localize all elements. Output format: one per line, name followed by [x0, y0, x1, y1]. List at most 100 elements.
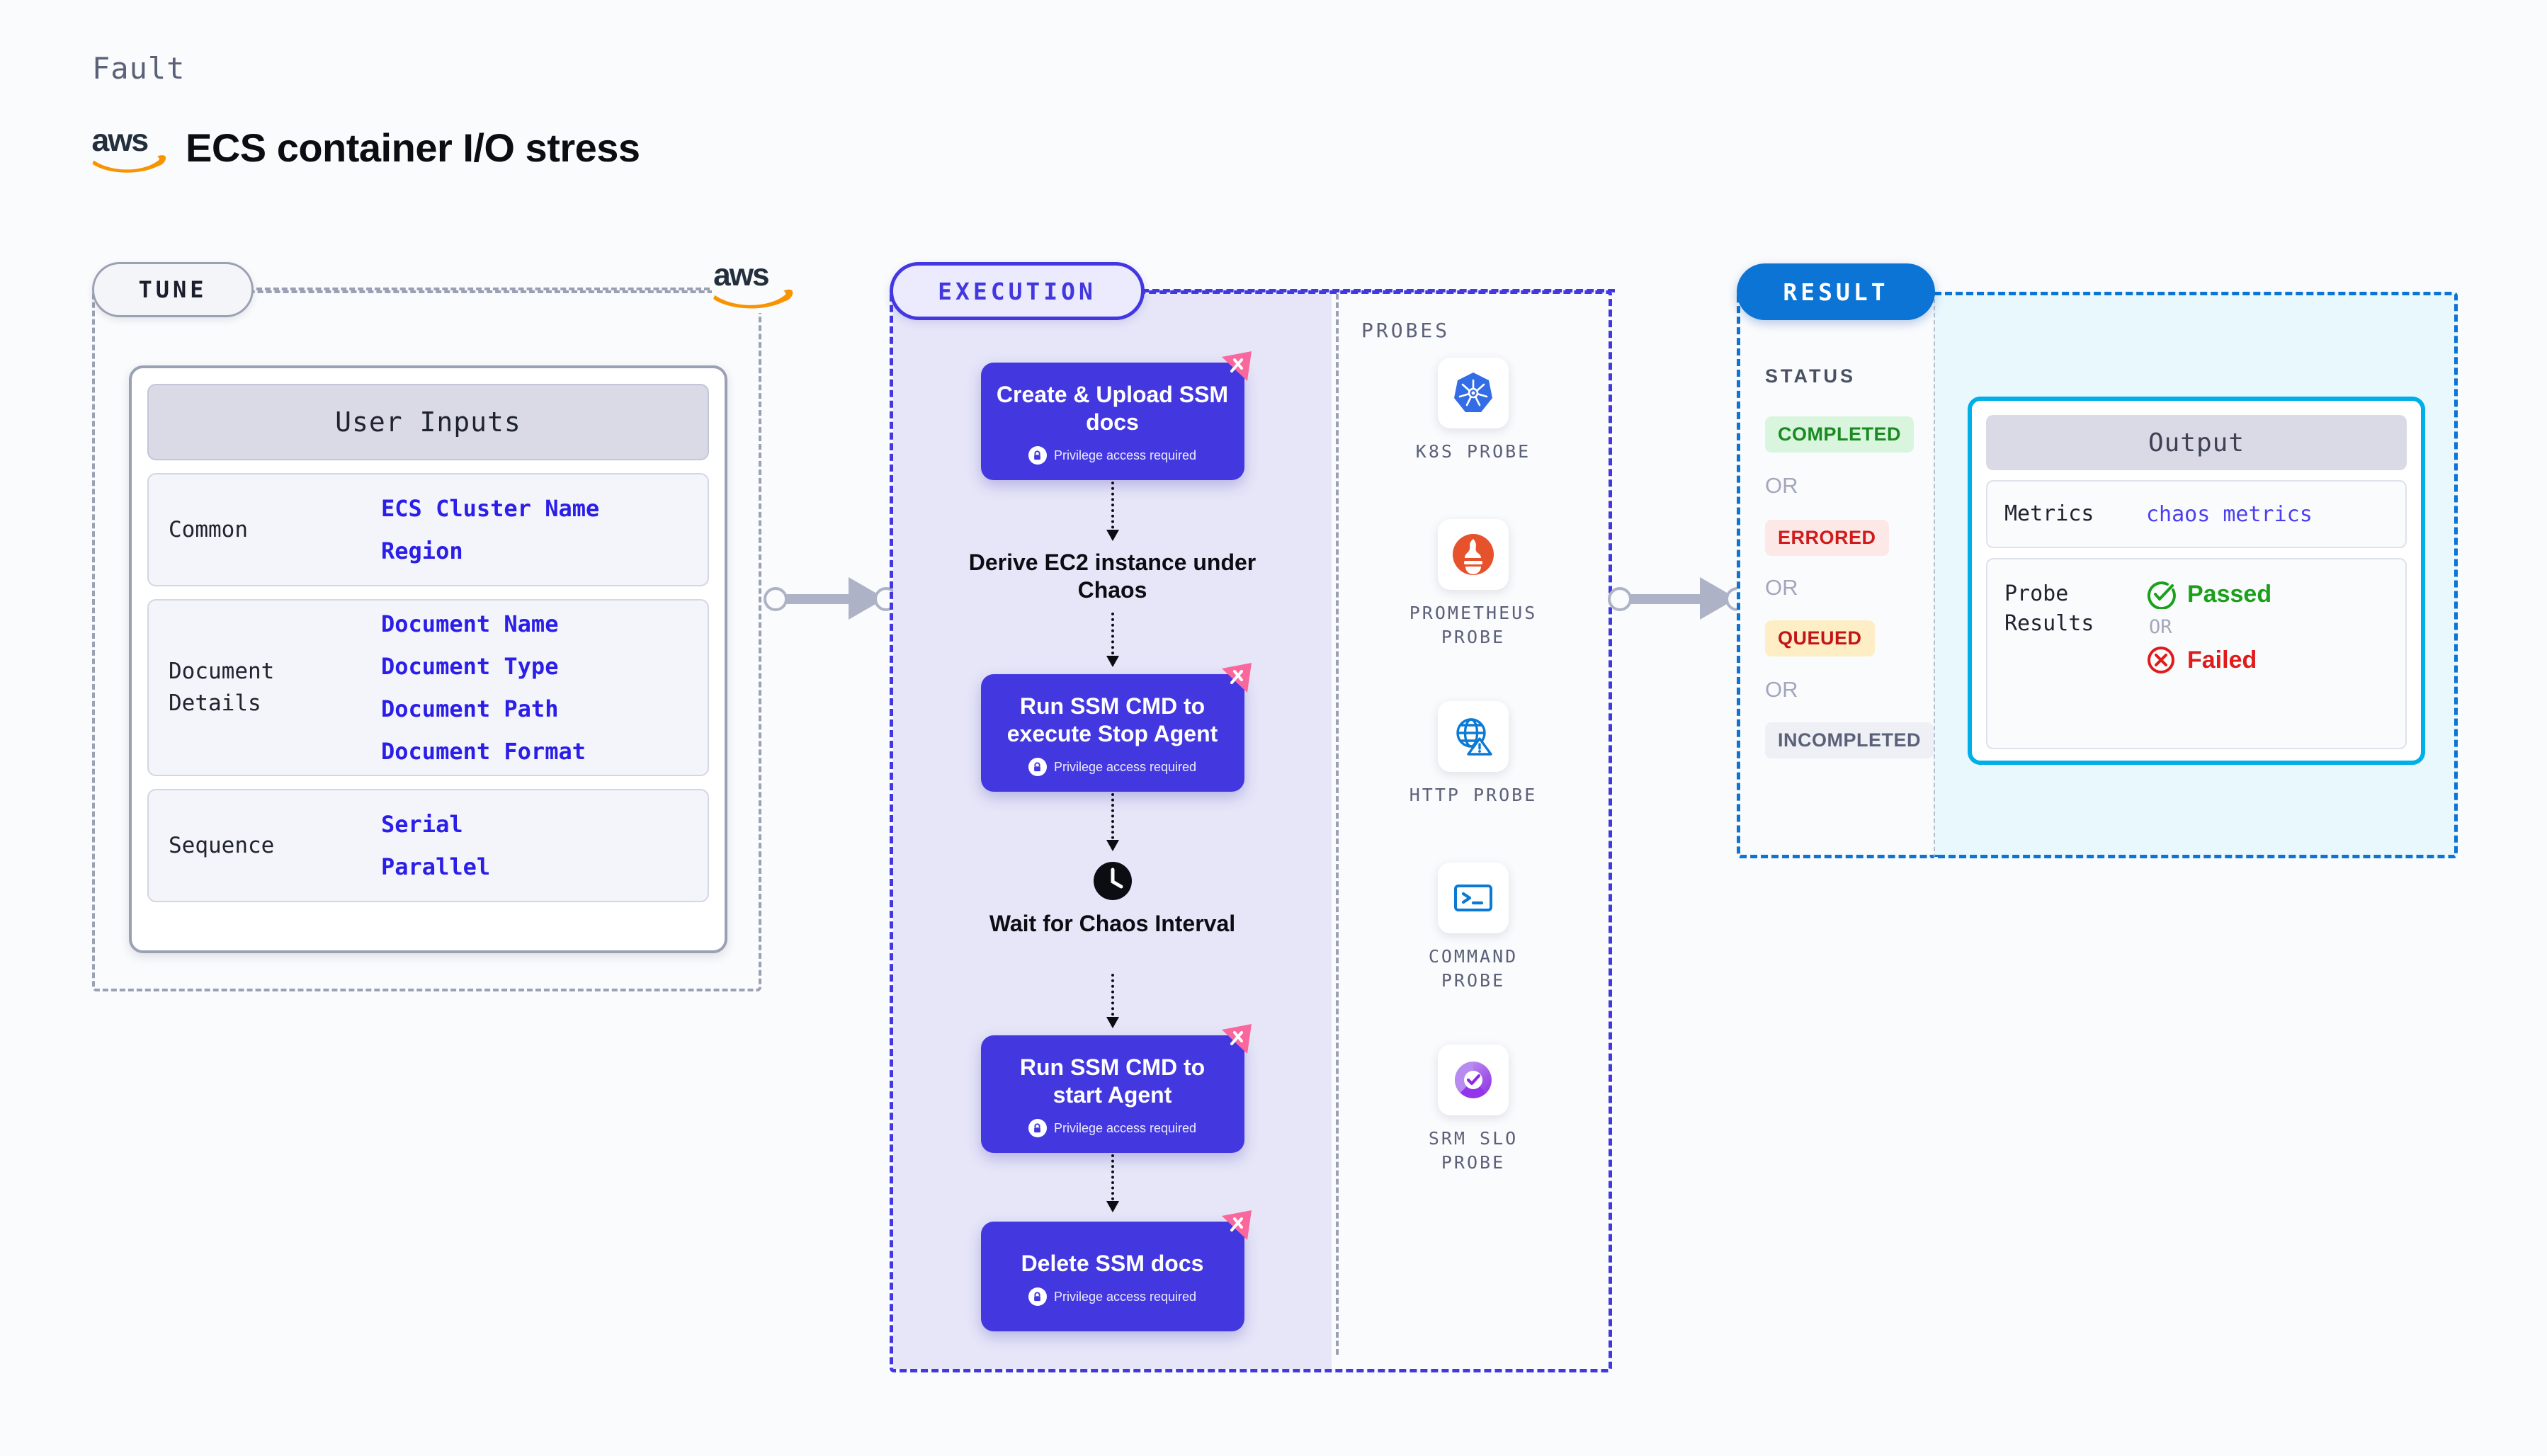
probe-item-http[interactable]: HTTP PROBE: [1402, 701, 1544, 807]
user-inputs-card: User Inputs Common ECS Cluster Name Regi…: [129, 365, 727, 953]
output-title: Output: [1986, 415, 2407, 470]
input-field-name[interactable]: Parallel: [381, 853, 491, 880]
user-inputs-row: Sequence Serial Parallel: [147, 789, 709, 902]
step-title: Delete SSM docs: [1021, 1251, 1204, 1276]
row-values: Document Name Document Type Document Pat…: [381, 610, 586, 765]
row-values: Serial Parallel: [381, 811, 490, 880]
execution-top-dash: [1142, 289, 1615, 292]
flow-step-create-upload-ssm-docs[interactable]: Create & Upload SSM docs Privilege acces…: [980, 351, 1252, 481]
input-field-name[interactable]: Serial: [381, 811, 463, 838]
probe-result-failed: Failed: [2146, 645, 2271, 675]
probes-section-label: PROBES: [1361, 319, 1451, 342]
chaos-ribbon-icon: [1219, 661, 1254, 697]
srm-slo-icon: [1438, 1045, 1509, 1115]
lock-icon: [1028, 1287, 1047, 1307]
row-label: Document Details: [169, 659, 275, 716]
lock-icon: [1028, 758, 1047, 777]
svg-text:aws: aws: [713, 258, 768, 292]
input-field-name[interactable]: Document Type: [381, 653, 559, 680]
privilege-note: Privilege access required: [994, 1119, 1232, 1138]
execution-to-result-arrow: [1608, 577, 1749, 620]
step-title: Derive EC2 instance under Chaos: [968, 550, 1257, 603]
aws-logo-icon-small: aws: [712, 254, 794, 313]
chaos-ribbon-icon: [1219, 350, 1254, 385]
flow-step-derive-ec2-instance: Derive EC2 instance under Chaos: [964, 549, 1261, 604]
lock-icon: [1028, 446, 1047, 465]
step-title: Run SSM CMD to execute Stop Agent: [1006, 693, 1218, 747]
flow-connector: [1106, 482, 1119, 541]
probe-results-values: Passed OR Failed: [2146, 579, 2271, 675]
step-title: Run SSM CMD to start Agent: [1019, 1054, 1206, 1108]
input-field-name[interactable]: Document Path: [381, 695, 559, 722]
input-field-name[interactable]: Region: [381, 538, 463, 564]
result-status-container: [1737, 292, 1934, 858]
row-label: Common: [169, 516, 248, 542]
tune-to-execution-arrow: [764, 577, 898, 620]
terminal-icon: [1438, 863, 1509, 933]
svg-text:aws: aws: [91, 123, 148, 158]
probe-label: PROMETHEUS PROBE: [1409, 603, 1538, 647]
flow-connector: [1106, 613, 1119, 667]
privilege-note: Privilege access required: [994, 446, 1232, 465]
privilege-note: Privilege access required: [994, 1287, 1232, 1307]
user-inputs-row: Common ECS Cluster Name Region: [147, 473, 709, 586]
execution-section-pill[interactable]: EXECUTION: [890, 262, 1145, 320]
flow-step-delete-ssm-docs[interactable]: Delete SSM docs Privilege access require…: [980, 1210, 1252, 1332]
privilege-note-label: Privilege access required: [1053, 759, 1197, 774]
output-row-probe-results: Probe Results Passed OR Failed: [1986, 558, 2407, 749]
or-separator: OR: [2149, 616, 2172, 638]
probe-item-command[interactable]: COMMAND PROBE: [1402, 863, 1544, 993]
failed-label: Failed: [2187, 646, 2257, 673]
privilege-note-label: Privilege access required: [1053, 1289, 1197, 1304]
probe-label: COMMAND PROBE: [1428, 946, 1519, 991]
or-separator: OR: [1765, 575, 1798, 600]
prometheus-icon: [1438, 519, 1509, 590]
status-badge-queued: QUEUED: [1765, 620, 1875, 656]
metrics-value[interactable]: chaos metrics: [2146, 501, 2313, 527]
user-inputs-title: User Inputs: [147, 384, 709, 460]
flow-step-run-ssm-start-agent[interactable]: Run SSM CMD to start Agent Privilege acc…: [980, 1024, 1252, 1154]
chaos-ribbon-icon: [1219, 1023, 1254, 1058]
tune-section-pill[interactable]: TUNE: [92, 262, 254, 317]
step-title: Wait for Chaos Interval: [989, 911, 1236, 936]
flow-step-wait-for-chaos-interval: Wait for Chaos Interval: [964, 910, 1261, 938]
status-label: STATUS: [1765, 365, 1856, 387]
page-title-row: aws ECS container I/O stress: [91, 120, 640, 174]
tune-aws-connector-line: [256, 288, 710, 290]
input-field-name[interactable]: ECS Cluster Name: [381, 495, 600, 522]
flow-connector: [1106, 1154, 1119, 1212]
probe-item-k8s[interactable]: K8S PROBE: [1402, 358, 1544, 464]
clock-icon: [1092, 860, 1133, 902]
probe-label: HTTP PROBE: [1409, 785, 1538, 805]
output-row-metrics: Metrics chaos metrics: [1986, 480, 2407, 548]
input-field-name[interactable]: Document Format: [381, 738, 586, 765]
flow-connector: [1106, 793, 1119, 851]
or-separator: OR: [1765, 677, 1798, 702]
input-field-name[interactable]: Document Name: [381, 610, 559, 637]
output-card: Output Metrics chaos metrics Probe Resul…: [1968, 397, 2425, 765]
page-title: ECS container I/O stress: [186, 125, 640, 170]
probe-label: SRM SLO PROBE: [1428, 1128, 1519, 1173]
step-title: Create & Upload SSM docs: [996, 382, 1229, 436]
http-globe-icon: [1438, 701, 1509, 772]
passed-label: Passed: [2187, 580, 2272, 608]
flow-step-run-ssm-stop-agent[interactable]: Run SSM CMD to execute Stop Agent Privil…: [980, 663, 1252, 792]
status-badge-incompleted: INCOMPLETED: [1765, 722, 1934, 758]
probe-item-srm-slo[interactable]: SRM SLO PROBE: [1402, 1045, 1544, 1175]
privilege-note: Privilege access required: [994, 758, 1232, 777]
check-circle-icon: [2147, 581, 2176, 609]
kubernetes-icon: [1438, 358, 1509, 428]
row-label: Sequence: [169, 832, 275, 858]
result-section-pill[interactable]: RESULT: [1737, 263, 1935, 320]
chaos-ribbon-icon: [1219, 1209, 1254, 1244]
x-circle-icon: [2148, 647, 2174, 673]
execution-probes-panel: [1336, 294, 1609, 1355]
or-separator: OR: [1765, 473, 1798, 498]
probe-item-prometheus[interactable]: PROMETHEUS PROBE: [1402, 519, 1544, 649]
row-values: ECS Cluster Name Region: [381, 495, 599, 564]
status-badge-completed: COMPLETED: [1765, 416, 1914, 453]
probe-label: K8S PROBE: [1415, 441, 1531, 462]
status-badge-errored: ERRORED: [1765, 520, 1889, 556]
user-inputs-row: Document Details Document Name Document …: [147, 599, 709, 776]
